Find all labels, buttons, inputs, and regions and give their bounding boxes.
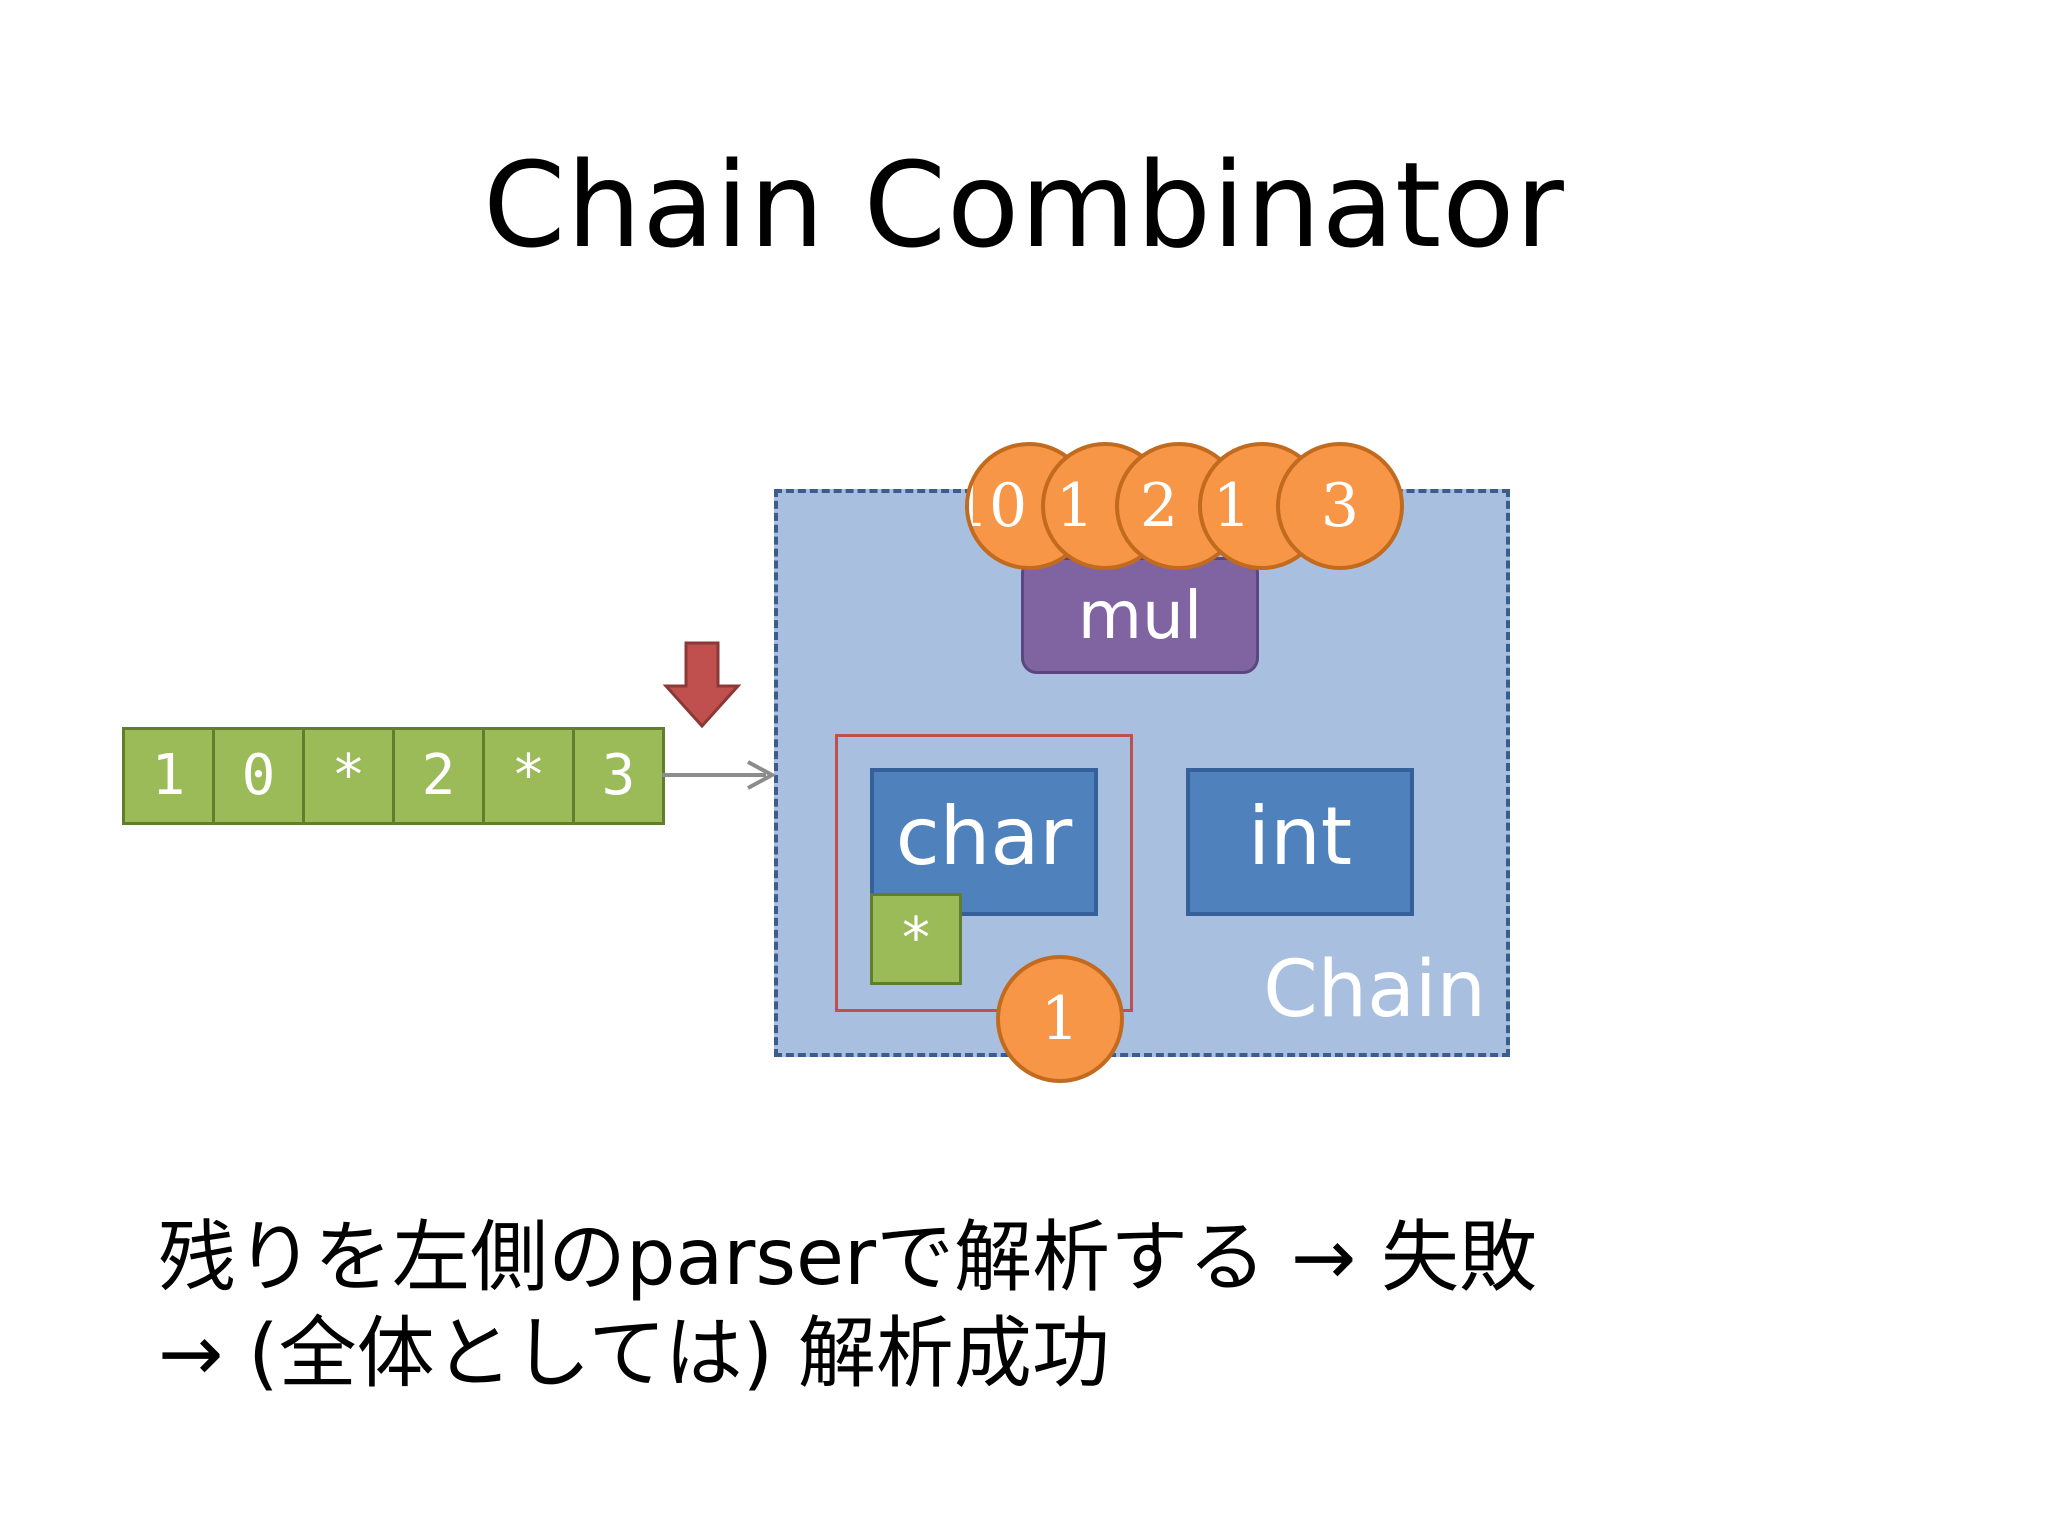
caption-line-2: → (全体としては) 解析成功 — [158, 1309, 1110, 1399]
stack-coin-label: 1 — [1212, 471, 1252, 541]
tape-cell: * — [485, 730, 575, 822]
stack-coin: 3 — [1276, 442, 1404, 570]
stack-coin-label: 1 — [1055, 471, 1095, 541]
tape-cell: * — [305, 730, 395, 822]
slide-title: Chain Combinator — [483, 136, 1565, 274]
caption-line-1: 残りを左側のparserで解析する → 失敗 — [158, 1213, 1538, 1303]
stack-coin-label: 2 — [1139, 471, 1179, 541]
stack-coin-label: 3 — [1320, 471, 1360, 541]
tape-cell: 2 — [395, 730, 485, 822]
chain-label: Chain — [1263, 945, 1486, 1035]
int-parser: int — [1186, 768, 1414, 916]
consumed-token: * — [870, 893, 962, 985]
tape-cell: 1 — [125, 730, 215, 822]
input-arrow-icon — [662, 760, 777, 790]
char-parser: char — [870, 768, 1098, 916]
result-coin: 1 — [996, 955, 1124, 1083]
input-tape: 1 0 * 2 * 3 — [122, 727, 665, 825]
tape-cell: 3 — [601, 743, 636, 808]
position-pointer-icon — [662, 641, 742, 729]
stack-coin-label: 10 — [969, 471, 1028, 541]
active-parser-frame — [835, 734, 1133, 1012]
result-coin-label: 1 — [1040, 984, 1080, 1054]
tape-cell: 0 — [215, 730, 305, 822]
mul-parser: mul — [1021, 557, 1259, 674]
